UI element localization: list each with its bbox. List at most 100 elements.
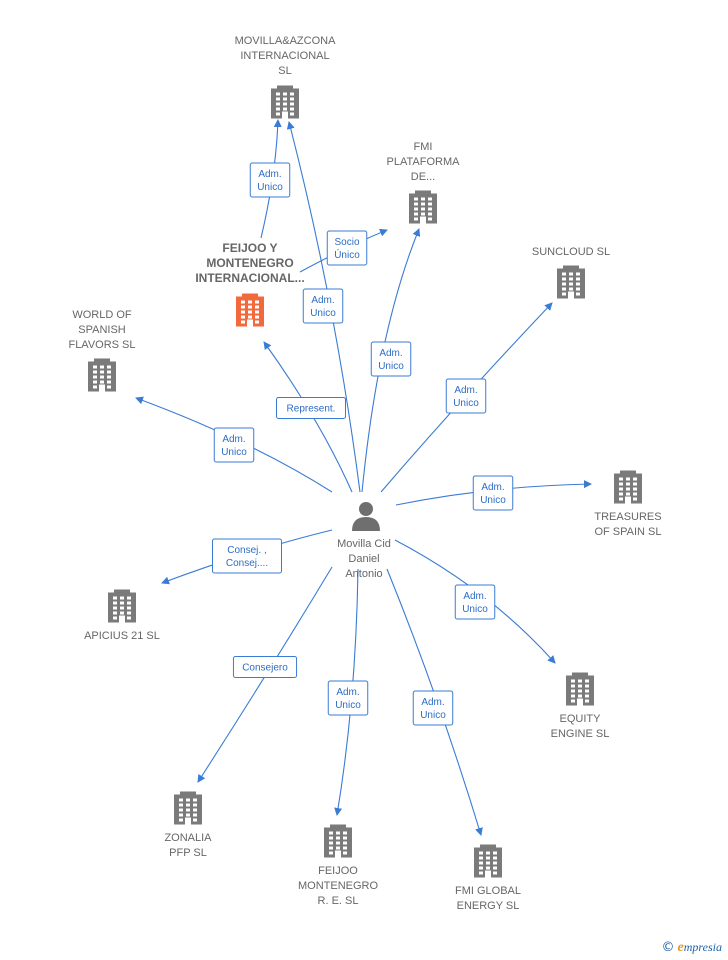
building-door	[282, 111, 288, 119]
building-icon[interactable]	[566, 672, 594, 706]
building-window	[576, 282, 580, 286]
building-icon[interactable]	[324, 824, 352, 858]
relation-label-feijoo-montenegro-re[interactable]: Adm.Unico	[327, 680, 369, 716]
relation-label-feijoo-y-montenegro[interactable]: Represent.	[276, 397, 346, 419]
building-door	[99, 384, 105, 392]
relation-label-world-of-spanish-flavors[interactable]: Adm.Unico	[213, 427, 255, 463]
building-icon[interactable]	[174, 791, 202, 825]
relation-label-line: Adm.	[311, 295, 334, 306]
relation-label-text: Adm.Unico	[221, 434, 247, 458]
relation-label-box[interactable]	[326, 230, 368, 266]
relation-label-treasures-of-spain[interactable]: Adm.Unico	[472, 475, 514, 511]
node-label-line: MONTENEGRO	[298, 880, 379, 892]
relation-label-line: Unico	[257, 182, 283, 193]
company-node-apicius-21[interactable]: APICIUS 21 SL	[84, 589, 160, 643]
building-window	[493, 851, 497, 855]
relation-label-zonalia-pfp[interactable]: Consejero	[232, 656, 298, 678]
building-icon[interactable]	[236, 293, 264, 327]
building-window	[479, 861, 483, 865]
building-window	[179, 798, 183, 802]
relation-label-movilla-azcona[interactable]: Adm.Unico	[302, 288, 344, 324]
building-icon[interactable]	[108, 589, 136, 623]
relation-label-box[interactable]	[412, 690, 454, 726]
building-window	[414, 207, 418, 211]
building-icon[interactable]	[557, 265, 585, 299]
node-label-line: INTERNACIONAL...	[195, 271, 304, 285]
building-window	[414, 217, 418, 221]
building-window	[619, 497, 623, 501]
building-window	[569, 282, 573, 286]
relation-label-movilla-azcona[interactable]: Adm.Unico	[249, 162, 291, 198]
building-window	[290, 102, 294, 106]
building-window	[113, 616, 117, 620]
building-window	[127, 606, 131, 610]
company-node-suncloud[interactable]: SUNCLOUD SL	[532, 246, 610, 299]
relation-label-box[interactable]	[327, 680, 369, 716]
relation-label-equity-engine[interactable]: Adm.Unico	[454, 584, 496, 620]
relation-label-box[interactable]	[232, 656, 298, 678]
building-window	[343, 836, 347, 840]
relation-label-fmi-plataforma[interactable]: Adm.Unico	[370, 341, 412, 377]
relation-label-text: Adm.Unico	[310, 295, 336, 319]
relation-label-fmi-global-energy[interactable]: Adm.Unico	[412, 690, 454, 726]
building-window	[619, 487, 623, 491]
building-door	[485, 870, 491, 878]
building-icon[interactable]	[88, 358, 116, 392]
building-window	[336, 841, 340, 845]
building-window	[120, 606, 124, 610]
building-roof	[563, 265, 579, 271]
relation-label-text: Adm.Unico	[462, 591, 488, 615]
building-window	[179, 808, 183, 812]
building-window	[421, 207, 425, 211]
relation-label-box[interactable]	[370, 341, 412, 377]
relation-label-apicius-21[interactable]: Consej. ,Consej....	[212, 538, 282, 574]
relation-label-box[interactable]	[472, 475, 514, 511]
node-label-line: EQUITY	[560, 713, 602, 725]
building-window	[120, 596, 124, 600]
empresia-brand[interactable]: ©empresia	[662, 940, 722, 956]
relation-label-box[interactable]	[212, 538, 282, 574]
relation-label-line: Adm.	[481, 482, 504, 493]
relation-label-box[interactable]	[249, 162, 291, 198]
relation-label-suncloud[interactable]: Adm.Unico	[445, 378, 487, 414]
building-window	[107, 370, 111, 374]
relation-label-line: Único	[334, 248, 360, 261]
person-icon[interactable]	[352, 502, 380, 531]
relation-label-box[interactable]	[302, 288, 344, 324]
building-window	[343, 846, 347, 850]
relation-label-line: Unico	[453, 398, 479, 409]
relation-label-line: Unico	[378, 361, 404, 372]
node-label-line: PLATAFORMA	[387, 156, 461, 168]
building-icon[interactable]	[614, 470, 642, 504]
building-icon[interactable]	[474, 844, 502, 878]
building-window	[93, 380, 97, 384]
building-door	[577, 698, 583, 706]
building-window	[186, 798, 190, 802]
building-door	[568, 291, 574, 299]
relation-label-line: Adm.	[336, 687, 359, 698]
building-door	[119, 615, 125, 623]
building-window	[619, 477, 623, 481]
node-label-line: FMI	[414, 141, 433, 153]
building-window	[329, 836, 333, 840]
building-window	[571, 694, 575, 698]
building-window	[120, 601, 124, 605]
relation-label-box[interactable]	[445, 378, 487, 414]
building-icon[interactable]	[409, 190, 437, 224]
relation-label-box[interactable]	[213, 427, 255, 463]
building-icon[interactable]	[271, 85, 299, 119]
building-window	[100, 380, 104, 384]
relation-label-box[interactable]	[276, 397, 346, 419]
relation-label-box[interactable]	[454, 584, 496, 620]
